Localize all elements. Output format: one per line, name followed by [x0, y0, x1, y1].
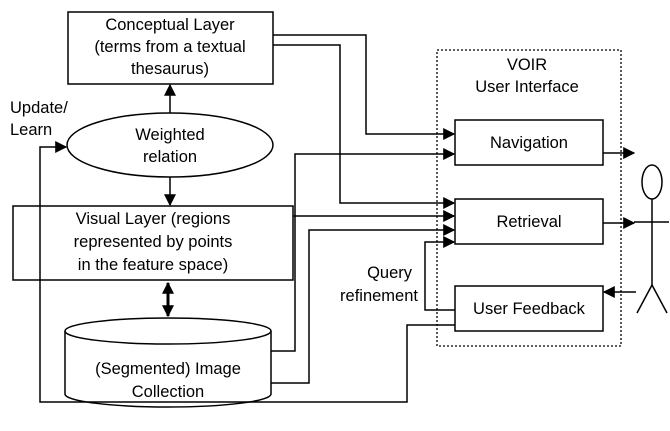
arrow-query-refinement — [424, 236, 456, 311]
image-collection-line1: (Segmented) Image — [95, 360, 241, 378]
voir-title-line1: VOIR — [507, 56, 547, 74]
conceptual-layer-line2: (terms from a textual — [94, 38, 245, 56]
voir-ui-container — [436, 49, 622, 347]
user-feedback-label: User Feedback — [473, 300, 586, 318]
retrieval-label: Retrieval — [496, 213, 561, 231]
user-feedback-box: User Feedback — [454, 285, 604, 332]
weighted-relation-line1: Weighted — [135, 126, 204, 144]
image-collection-cylinder: (Segmented) Image Collection — [64, 317, 272, 408]
conceptual-layer-box: Conceptual Layer (terms from a textual t… — [67, 11, 274, 85]
arrow-collection-to-navigation — [271, 148, 456, 352]
image-collection-line2: Collection — [132, 383, 204, 401]
arrow-conceptual-to-navigation — [273, 34, 456, 140]
conceptual-layer-line1: Conceptual Layer — [105, 16, 235, 34]
navigation-label: Navigation — [490, 134, 568, 152]
query-refinement-line1: Query — [367, 264, 413, 282]
visual-layer-line1: Visual Layer (regions — [76, 210, 231, 228]
arrow-conceptual-to-retrieval — [273, 44, 456, 209]
retrieval-box: Retrieval — [454, 198, 604, 245]
weighted-relation-ellipse: Weighted relation — [66, 112, 274, 178]
visual-layer-line2: represented by points — [74, 233, 233, 251]
visual-layer-box: Visual Layer (regions represented by poi… — [12, 205, 294, 281]
arrow-feedback-update-learn — [39, 141, 455, 403]
visual-layer-line3: in the feature space) — [78, 256, 228, 274]
weighted-relation-line2: relation — [143, 148, 197, 166]
navigation-box: Navigation — [454, 119, 604, 166]
query-refinement-line2: refinement — [340, 287, 418, 305]
conceptual-layer-line3: thesaurus) — [131, 60, 209, 78]
arrow-collection-to-retrieval — [271, 224, 456, 384]
update-learn-line1: Update/ — [10, 99, 68, 117]
voir-title-line2: User Interface — [475, 78, 579, 96]
update-learn-line2: Learn — [10, 121, 52, 139]
user-stick-figure — [634, 164, 669, 314]
